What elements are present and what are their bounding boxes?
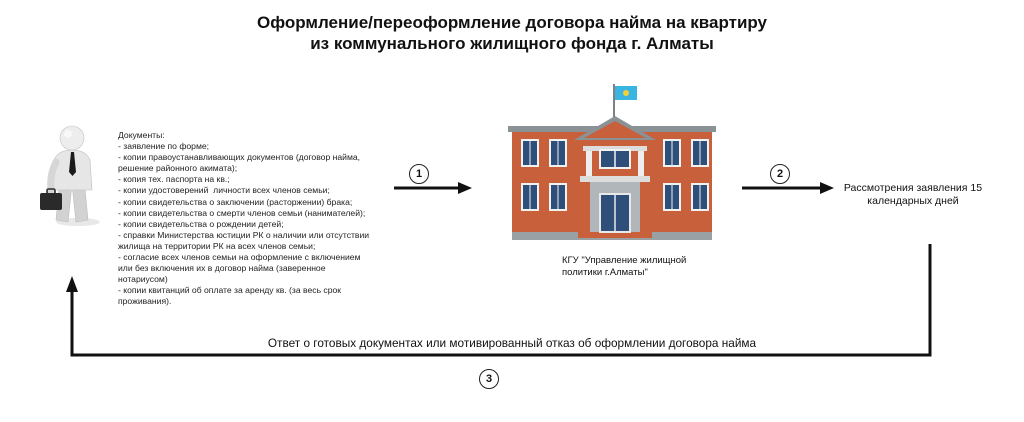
step-number-1: 1 [409, 164, 429, 184]
documents-list: Документы:- заявление по форме;- копии п… [118, 130, 390, 308]
review-line-1: Рассмотрения заявления 15 [843, 182, 983, 194]
title-line-2: из коммунального жилищного фонда г. Алма… [310, 34, 714, 53]
document-item: - копия тех. паспорта на кв.; [118, 174, 230, 185]
title-line-1: Оформление/переоформление договора найма… [256, 13, 768, 32]
document-item: - копии свидетельства о рождении детей; [118, 218, 284, 229]
review-period-label: Рассмотрения заявления 15 календарных дн… [838, 182, 988, 208]
agency-line-1: КГУ "Управление жилищной [562, 255, 687, 266]
document-item: нотариусом) [118, 274, 168, 285]
agency-label: КГУ "Управление жилищной политики г.Алма… [562, 255, 722, 279]
document-item: Документы: [118, 130, 165, 140]
document-item: - копии свидетельства о заключении (раст… [118, 196, 353, 207]
government-building-icon [508, 84, 716, 240]
arrow-step-1 [394, 182, 472, 194]
document-item: решение районного акимата); [118, 163, 238, 174]
document-item: - справки Министерства юстиции РК о нали… [118, 229, 370, 240]
agency-line-2: политики г.Алматы" [562, 267, 648, 278]
document-item: - копии удостоверений личности всех член… [118, 185, 330, 196]
document-item: - копии квитанций об оплате за аренду кв… [118, 285, 342, 296]
document-item: - согласие всех членов семьи на оформлен… [118, 252, 361, 263]
document-item: проживания). [118, 296, 172, 307]
arrow-step-3-return [66, 244, 932, 357]
diagram-title: Оформление/переоформление договора найма… [0, 12, 1024, 54]
step-number-3: 3 [479, 369, 499, 389]
applicant-person-icon [40, 125, 100, 226]
document-item: или без включения их в договор найма (за… [118, 263, 326, 274]
answer-label: Ответ о готовых документах или мотивиров… [267, 336, 757, 350]
document-item: - заявление по форме; [118, 141, 210, 152]
document-item: - копии свидетельства о смерти членов се… [118, 207, 366, 218]
review-line-2: календарных дней [867, 195, 959, 207]
arrow-step-2 [742, 182, 834, 194]
document-item: - копии правоустанавливающих документов … [118, 152, 361, 163]
document-item: жилища на территории РК на всех членов с… [118, 240, 316, 251]
step-number-2: 2 [770, 164, 790, 184]
